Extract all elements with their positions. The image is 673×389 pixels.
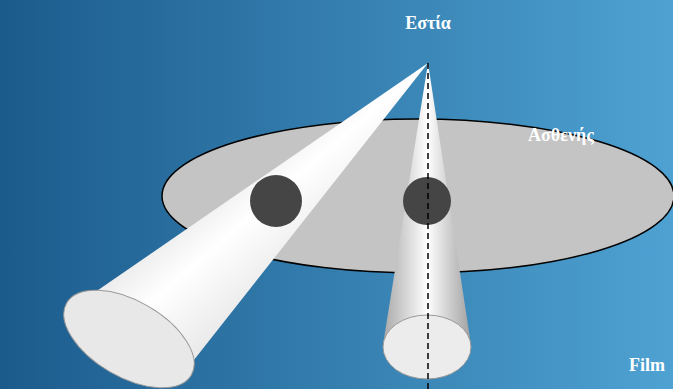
film-label: Film bbox=[629, 356, 665, 376]
focus-label: Εστία bbox=[405, 14, 451, 34]
beam-end bbox=[383, 315, 471, 379]
central-axis bbox=[427, 63, 429, 389]
patient-label: Ασθενής bbox=[528, 126, 594, 146]
lesion bbox=[250, 175, 302, 227]
lesion bbox=[403, 177, 451, 225]
beam-end bbox=[48, 270, 211, 389]
central-beam bbox=[383, 63, 471, 345]
